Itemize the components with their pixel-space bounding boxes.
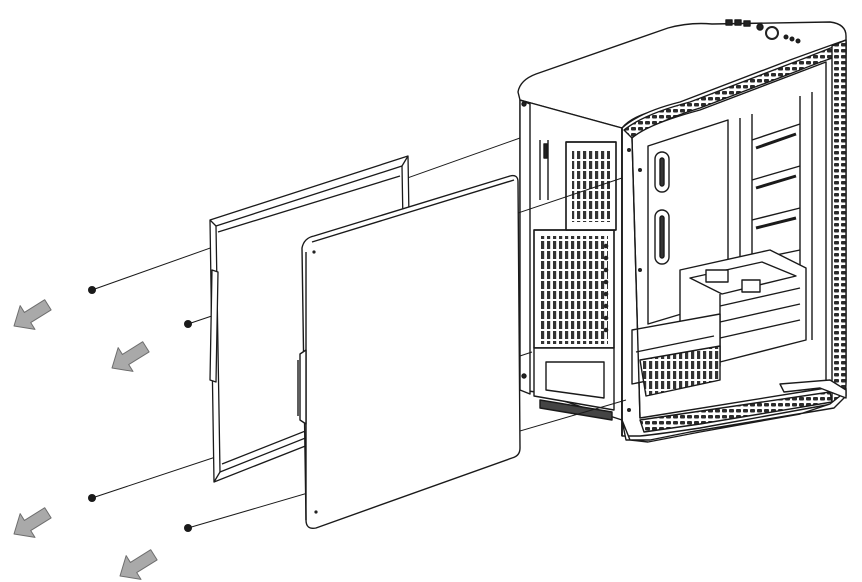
case-foot-right <box>779 379 847 399</box>
removal-arrow-icon <box>119 549 158 580</box>
thumb-screw-icon <box>184 320 192 328</box>
thumb-screw-icon <box>184 524 192 532</box>
thumb-screw-icon <box>88 286 96 294</box>
panel-screw-hole-2 <box>314 510 318 514</box>
expansion-slots-icon <box>533 229 615 349</box>
removal-arrow-icon <box>13 299 52 330</box>
panel-handle <box>299 349 307 425</box>
psu-mount-icon <box>533 347 615 421</box>
removal-arrow-icon <box>13 507 52 538</box>
panel-screw-hole-1 <box>312 250 316 254</box>
side-panel-main <box>297 174 521 530</box>
front-mesh-bottom <box>639 391 833 433</box>
rear-flange <box>519 99 531 395</box>
pc-case <box>517 19 847 443</box>
frame-handle <box>209 269 219 383</box>
removal-arrows <box>13 299 158 580</box>
case-screw-holes-icon <box>627 148 642 412</box>
removal-arrow-icon <box>111 341 150 372</box>
front-mesh-right <box>831 39 847 403</box>
psu-shroud <box>631 313 721 397</box>
thumb-screws <box>88 286 192 532</box>
thumb-screw-icon <box>88 494 96 502</box>
front-io-panel-icon <box>725 19 801 44</box>
rear-fan-mount-icon <box>565 141 617 231</box>
